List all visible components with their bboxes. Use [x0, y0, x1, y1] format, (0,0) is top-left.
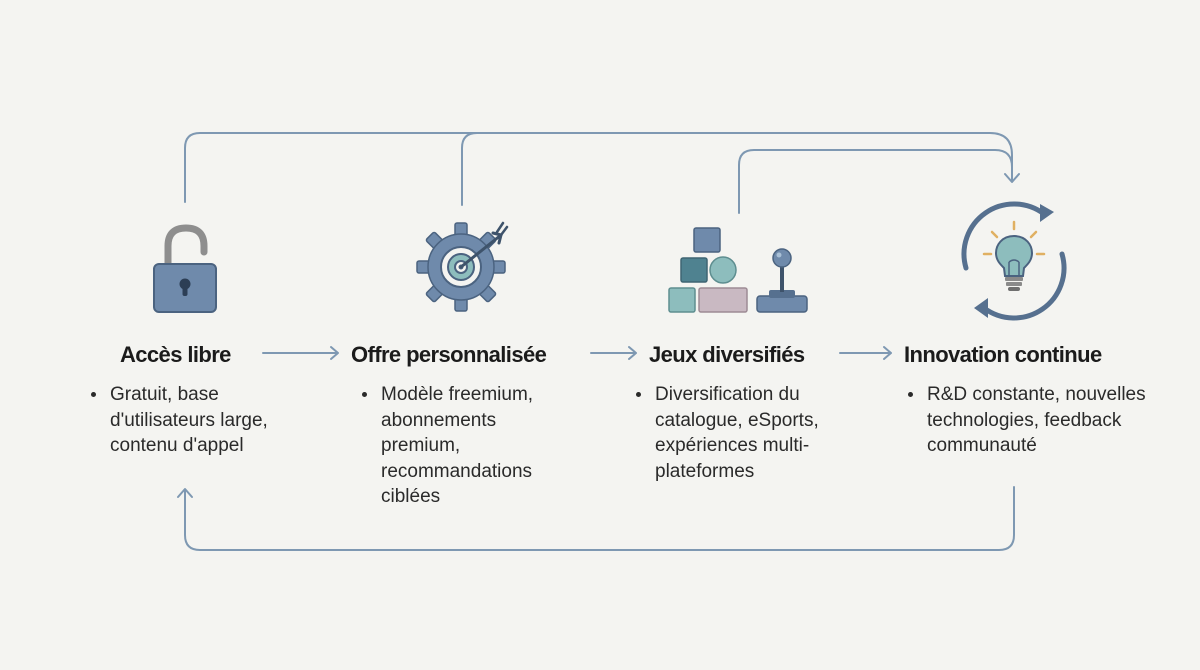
arrow-3-to-4: [839, 346, 892, 360]
lightbulb-cycle-icon: [961, 201, 1067, 321]
arrow-2-to-3: [590, 346, 637, 360]
feedback-line-step-1: [184, 132, 1013, 203]
feedback-arrowhead-top: [1004, 173, 1020, 183]
blocks-joystick-icon: [668, 227, 808, 313]
step-4-bullets: R&D constante, nouvelles technologies, f…: [905, 382, 1155, 459]
loop-back-arrowhead: [177, 488, 193, 498]
step-1-bullet: Gratuit, base d'utilisateurs large, cont…: [88, 382, 303, 459]
step-1-bullets: Gratuit, base d'utilisateurs large, cont…: [88, 382, 303, 459]
step-1-title: Accès libre: [120, 342, 231, 367]
feedback-line-step-2: [461, 132, 478, 206]
step-4-title: Innovation continue: [904, 342, 1102, 367]
step-3-bullets: Diversification du catalogue, eSports, e…: [633, 382, 845, 484]
feedback-line-step-3: [738, 149, 1013, 214]
step-3-bullet: Diversification du catalogue, eSports, e…: [633, 382, 845, 484]
step-4-bullet: R&D constante, nouvelles technologies, f…: [905, 382, 1155, 459]
step-3-title: Jeux diversifiés: [649, 342, 805, 367]
arrow-1-to-2: [262, 346, 339, 360]
step-2-bullets: Modèle freemium, abonnements premium, re…: [359, 382, 559, 510]
loop-back-line: [184, 486, 1015, 551]
step-2-title: Offre personnalisée: [351, 342, 547, 367]
step-2-bullet: Modèle freemium, abonnements premium, re…: [359, 382, 559, 510]
unlocked-padlock-icon: [153, 224, 217, 313]
gear-target-icon: [416, 221, 509, 312]
